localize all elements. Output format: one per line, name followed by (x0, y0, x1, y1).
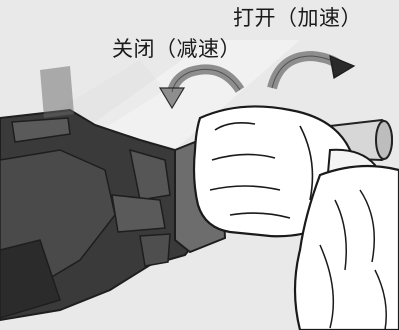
curved-arrow-counterclockwise-icon (158, 64, 245, 110)
open-accelerate-label: 打开（加速） (233, 6, 362, 30)
curved-arrow-clockwise-icon (267, 50, 356, 90)
close-decelerate-label: 关闭（减速） (112, 37, 241, 61)
gloved-hand (192, 105, 399, 330)
switch-housing (0, 66, 207, 322)
